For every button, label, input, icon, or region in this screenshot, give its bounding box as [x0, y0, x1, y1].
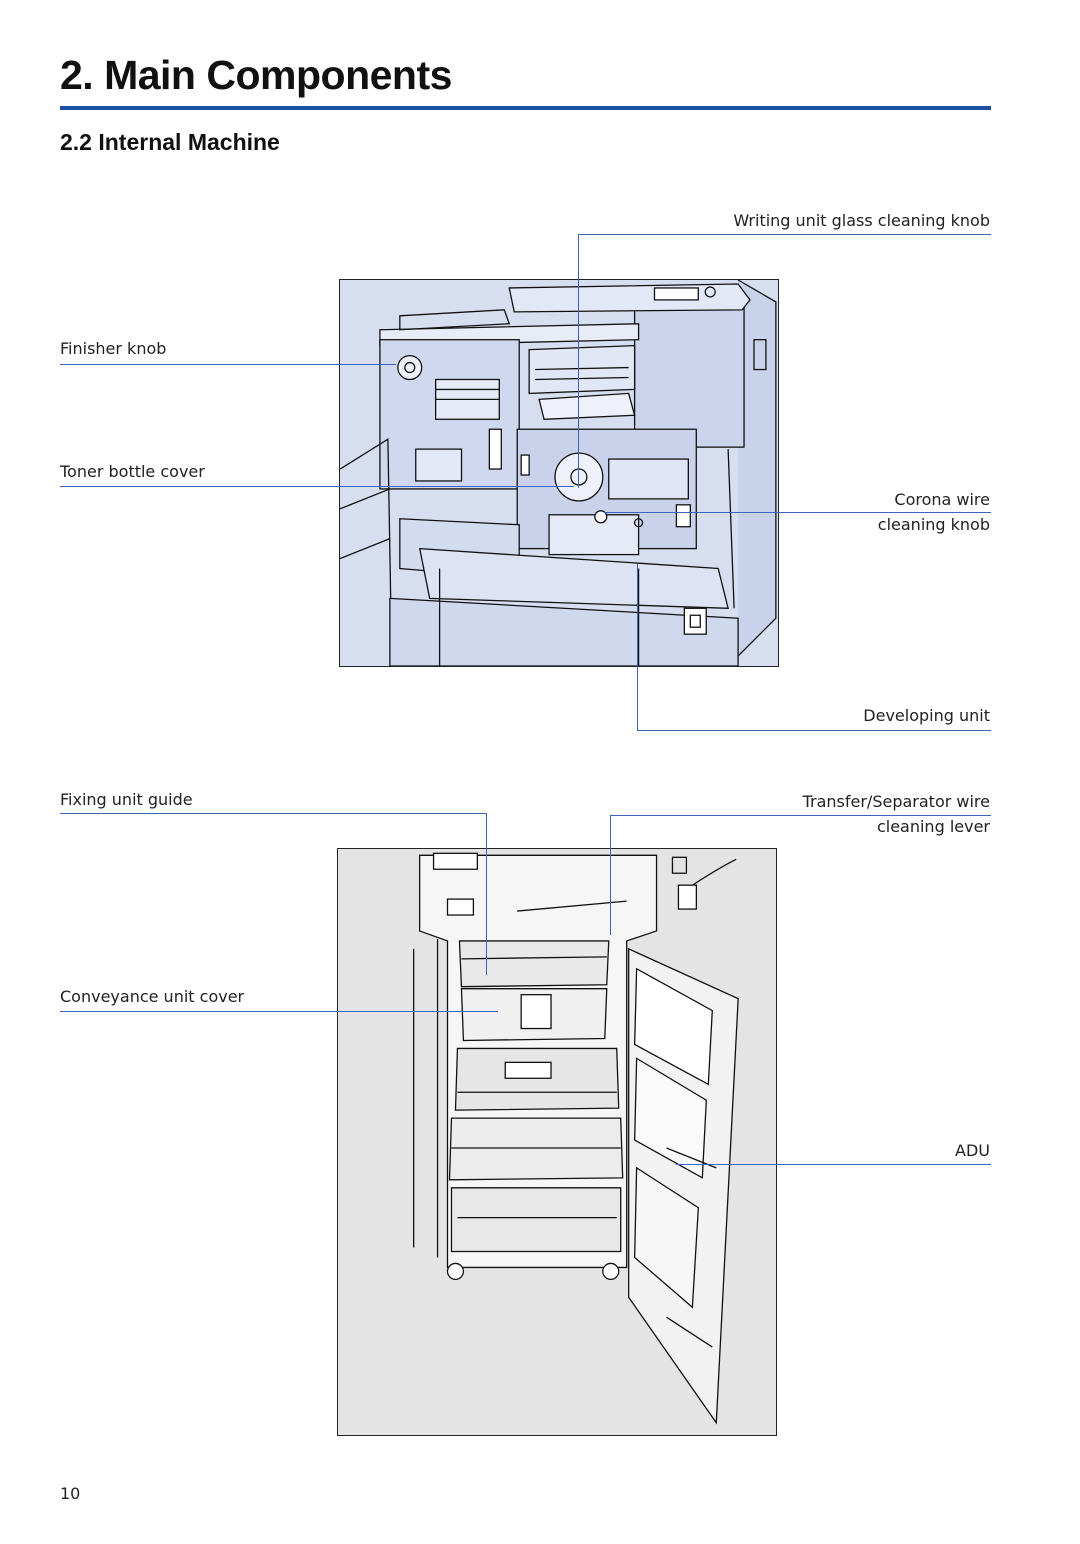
- finisher-knob-leader: [60, 364, 396, 365]
- section-subtitle: 2.2 Internal Machine: [60, 129, 280, 155]
- corona-wire-leader: [604, 512, 991, 513]
- adu-label: ADU: [955, 1141, 990, 1160]
- fixing-unit-guide-label: Fixing unit guide: [60, 790, 193, 809]
- corona-wire-label-line1: Corona wire: [894, 490, 990, 509]
- page-title: 2. Main Components: [60, 52, 452, 98]
- conveyance-unit-cover-label: Conveyance unit cover: [60, 987, 245, 1006]
- writing-unit-knob-leader-h: [578, 234, 991, 235]
- writing-unit-knob-label: Writing unit glass cleaning knob: [733, 211, 990, 230]
- fixing-unit-guide-leader-v: [486, 813, 487, 975]
- corona-wire-label-line2: cleaning knob: [877, 515, 990, 534]
- transfer-separator-label-line2: cleaning lever: [876, 817, 990, 836]
- fixing-unit-guide-leader-h: [60, 813, 486, 814]
- adu-open-figure: [337, 848, 777, 1436]
- conveyance-unit-cover-leader: [60, 1011, 498, 1012]
- toner-bottle-cover-leader: [60, 486, 574, 487]
- internal-machine-illustration: [340, 280, 777, 666]
- toner-bottle-cover-label: Toner bottle cover: [60, 462, 205, 481]
- adu-leader: [676, 1164, 991, 1165]
- transfer-separator-label-line1: Transfer/Separator wire: [802, 792, 990, 811]
- internal-machine-figure: [339, 279, 779, 667]
- transfer-separator-leader-v: [610, 815, 611, 935]
- title-rule: [60, 106, 991, 110]
- writing-unit-knob-leader-v: [578, 234, 579, 488]
- developing-unit-leader-h: [637, 730, 991, 731]
- page-number: 10: [60, 1484, 81, 1503]
- transfer-separator-leader-h: [610, 815, 991, 816]
- adu-open-illustration: [413, 852, 739, 1425]
- developing-unit-label: Developing unit: [863, 706, 990, 725]
- finisher-knob-label: Finisher knob: [60, 339, 167, 358]
- developing-unit-leader-v: [637, 564, 638, 730]
